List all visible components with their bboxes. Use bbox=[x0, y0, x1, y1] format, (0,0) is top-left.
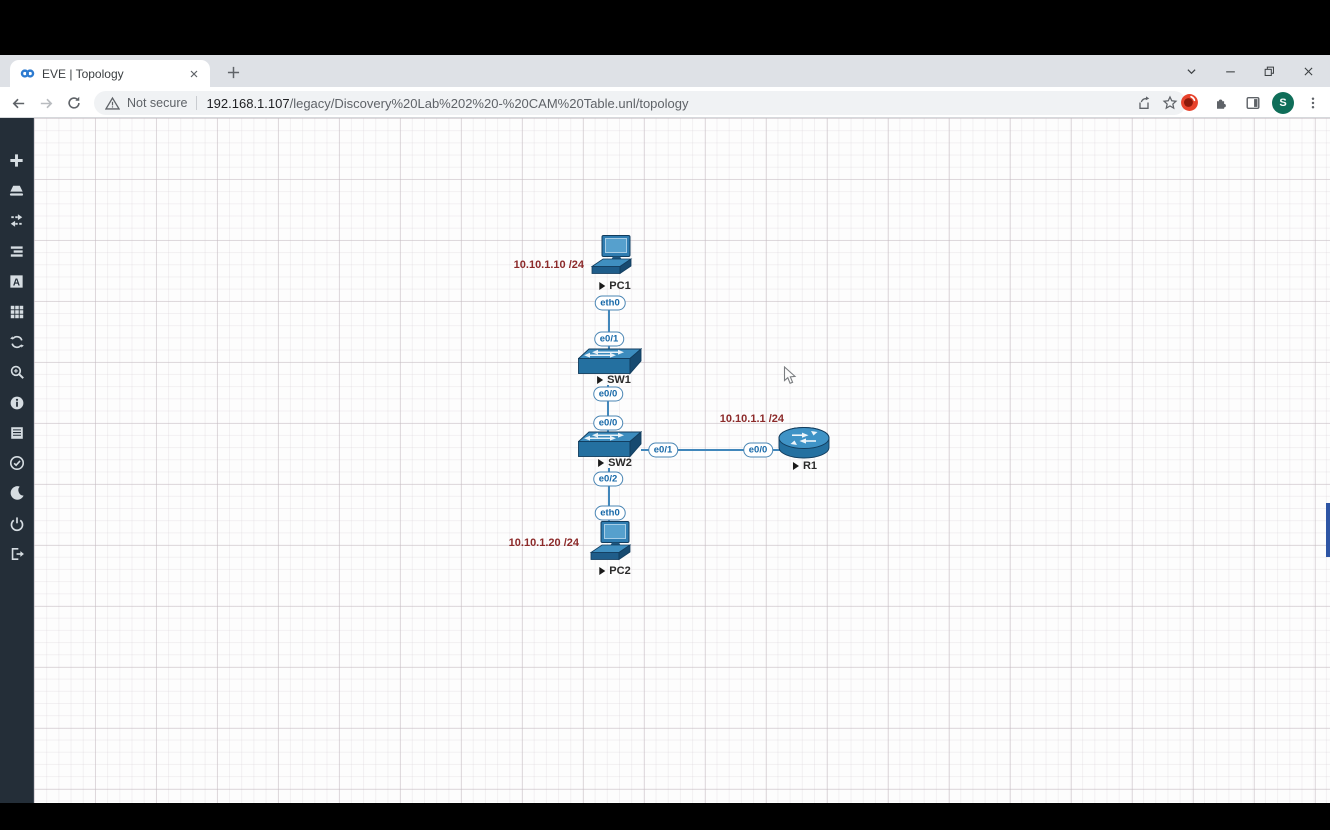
sidebar-power-button[interactable] bbox=[0, 509, 33, 539]
window-controls bbox=[1177, 55, 1322, 87]
running-indicator-icon bbox=[599, 282, 606, 290]
link-pc1-sw1[interactable] bbox=[608, 296, 610, 354]
browser-menu-icon[interactable] bbox=[1300, 90, 1326, 116]
node-r1[interactable] bbox=[778, 426, 830, 465]
logout-icon bbox=[9, 546, 25, 562]
node-label-sw2: SW2 bbox=[598, 457, 632, 469]
security-label: Not secure bbox=[127, 96, 188, 110]
ip-label-r1: 10.10.1.1 /24 bbox=[719, 413, 784, 425]
sidebar-refresh-button[interactable] bbox=[0, 327, 33, 357]
sidebar-networks-button[interactable] bbox=[0, 206, 33, 236]
eve-sidebar: A bbox=[0, 118, 34, 803]
topology-canvas[interactable]: PC1 10.10.1.10 /24 eth0 e0/1 SW1 e0/0 e0… bbox=[34, 118, 1330, 803]
node-label-pc2: PC2 bbox=[599, 565, 631, 577]
refresh-icon bbox=[9, 334, 25, 350]
bookmark-star-icon[interactable] bbox=[1162, 95, 1178, 111]
side-panel-icon[interactable] bbox=[1240, 90, 1266, 116]
networks-icon bbox=[8, 212, 25, 229]
share-icon[interactable] bbox=[1136, 95, 1152, 111]
startup-configs-icon bbox=[8, 243, 25, 260]
interface-label: e0/1 bbox=[594, 331, 624, 347]
running-indicator-icon bbox=[598, 459, 605, 467]
forward-icon[interactable] bbox=[34, 91, 58, 115]
lab-details-icon bbox=[9, 425, 25, 441]
sidebar-nodes-button[interactable] bbox=[0, 175, 33, 205]
interface-label: e0/1 bbox=[648, 442, 678, 458]
sidebar-lock-lab-button[interactable] bbox=[0, 448, 33, 478]
sidebar-add-object-button[interactable] bbox=[0, 145, 33, 175]
link-sw2-r1[interactable] bbox=[641, 449, 783, 451]
not-secure-warning-icon bbox=[105, 96, 120, 111]
power-icon bbox=[9, 516, 25, 532]
scrollbar-indicator[interactable] bbox=[1326, 503, 1330, 557]
nodes-icon bbox=[8, 182, 25, 199]
sidebar-more-actions-button[interactable] bbox=[0, 296, 33, 326]
node-pc1[interactable] bbox=[589, 235, 633, 282]
url-text: 192.168.1.107/legacy/Discovery%20Lab%202… bbox=[206, 96, 688, 111]
back-icon[interactable] bbox=[6, 91, 30, 115]
omnibox-divider bbox=[196, 96, 198, 110]
letterbox-top bbox=[0, 0, 1330, 55]
sidebar-logout-button[interactable] bbox=[0, 539, 33, 569]
grid-icon bbox=[9, 304, 25, 320]
moon-icon bbox=[9, 485, 25, 501]
link-sw2-pc2[interactable] bbox=[608, 468, 610, 525]
extensions-area: S bbox=[1176, 89, 1326, 116]
browser-tab[interactable]: EVE | Topology bbox=[10, 60, 210, 87]
tab-strip: EVE | Topology bbox=[0, 55, 1330, 87]
ip-label-pc2: 10.10.1.20 /24 bbox=[508, 537, 579, 549]
sidebar-night-mode-button[interactable] bbox=[0, 478, 33, 508]
interface-label: e0/0 bbox=[593, 415, 623, 431]
sidebar-startup-configs-button[interactable] bbox=[0, 236, 33, 266]
reload-icon[interactable] bbox=[62, 91, 86, 115]
running-indicator-icon bbox=[792, 462, 799, 470]
mouse-cursor bbox=[783, 365, 798, 390]
check-circle-icon bbox=[9, 455, 25, 471]
running-indicator-icon bbox=[599, 567, 606, 575]
tab-search-icon[interactable] bbox=[1177, 58, 1205, 84]
zoom-icon bbox=[9, 364, 25, 380]
node-label-pc1: PC1 bbox=[599, 280, 631, 292]
tab-title: EVE | Topology bbox=[42, 66, 124, 81]
add-icon bbox=[8, 152, 25, 169]
sidebar-zoom-button[interactable] bbox=[0, 357, 33, 387]
info-icon bbox=[9, 395, 25, 411]
interface-label: e0/0 bbox=[593, 386, 623, 402]
node-sw1[interactable] bbox=[577, 348, 643, 380]
node-sw2[interactable] bbox=[577, 431, 643, 463]
running-indicator-icon bbox=[597, 376, 604, 384]
add-text-icon: A bbox=[8, 273, 25, 290]
svg-text:A: A bbox=[13, 277, 20, 288]
node-pc2[interactable] bbox=[588, 521, 632, 568]
close-icon[interactable] bbox=[1294, 58, 1322, 84]
new-tab-button[interactable] bbox=[222, 61, 244, 83]
eve-favicon-icon bbox=[20, 66, 35, 81]
node-label-r1: R1 bbox=[792, 460, 817, 472]
ip-label-pc1: 10.10.1.10 /24 bbox=[513, 259, 584, 271]
sidebar-add-text-button[interactable]: A bbox=[0, 266, 33, 296]
sidebar-status-button[interactable] bbox=[0, 387, 33, 417]
browser-window: EVE | Topology bbox=[0, 55, 1330, 803]
address-bar[interactable]: Not secure 192.168.1.107/legacy/Discover… bbox=[94, 91, 1186, 115]
node-label-sw1: SW1 bbox=[597, 374, 631, 386]
interface-label: eth0 bbox=[594, 295, 626, 311]
extensions-puzzle-icon[interactable] bbox=[1208, 90, 1234, 116]
link-sw1-sw2[interactable] bbox=[607, 385, 609, 435]
browser-toolbar: Not secure 192.168.1.107/legacy/Discover… bbox=[0, 87, 1330, 118]
interface-label: eth0 bbox=[594, 505, 626, 521]
tab-close-icon[interactable] bbox=[186, 66, 202, 82]
profile-avatar[interactable]: S bbox=[1272, 91, 1294, 114]
url-path: /legacy/Discovery%20Lab%202%20-%20CAM%20… bbox=[289, 95, 689, 111]
url-host: 192.168.1.107 bbox=[206, 95, 290, 111]
minimize-icon[interactable] bbox=[1216, 58, 1244, 84]
letterbox-bottom bbox=[0, 803, 1330, 830]
interface-label: e0/2 bbox=[593, 471, 623, 487]
restore-icon[interactable] bbox=[1255, 58, 1283, 84]
interface-label: e0/0 bbox=[743, 442, 773, 458]
extension-badge-icon[interactable] bbox=[1176, 90, 1202, 116]
sidebar-lab-details-button[interactable] bbox=[0, 418, 33, 448]
